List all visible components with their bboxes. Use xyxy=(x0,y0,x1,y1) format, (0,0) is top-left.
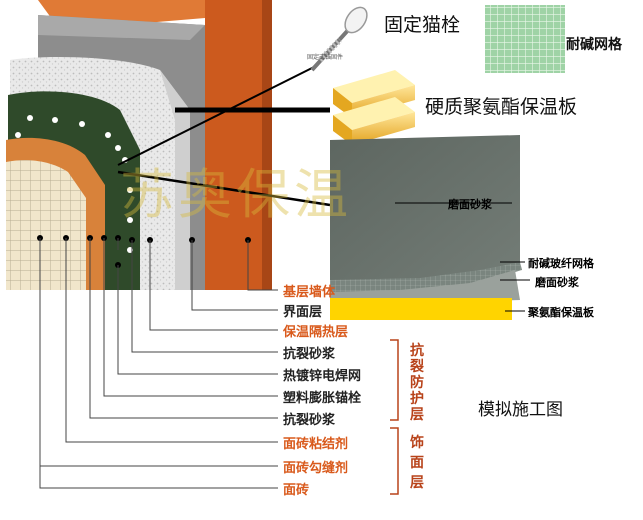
legend-interface: 界面层 xyxy=(283,305,323,320)
group-finish-1: 饰 xyxy=(410,435,424,451)
sample-label-2: 耐碱玻纤网格 xyxy=(528,257,594,270)
leader-lines xyxy=(39,238,278,489)
legend-tile: 面砖 xyxy=(283,483,310,498)
anchor-label: 固定猫栓 xyxy=(384,14,461,36)
sample-label-1: 磨面砂浆 xyxy=(448,198,492,211)
mesh-label: 耐碱网格 xyxy=(566,37,622,53)
base-wall xyxy=(38,0,272,290)
legend-galvanized-mesh: 热镀锌电焊网 xyxy=(283,369,362,384)
group-crack-3: 防 xyxy=(410,375,424,391)
mesh-swatch xyxy=(485,5,565,73)
group-finish-2: 面 xyxy=(410,455,424,471)
legend-base-wall: 基层墙体 xyxy=(283,285,336,300)
board-label: 硬质聚氨酯保温板 xyxy=(425,96,578,118)
board-tiny-label: 固定式锚固件 xyxy=(307,54,344,61)
legend-anchor: 塑料膨胀锚栓 xyxy=(283,391,362,406)
sample-label-3: 磨面砂浆 xyxy=(535,276,579,289)
sample-photo xyxy=(330,135,530,320)
group-finish-3: 层 xyxy=(410,475,424,491)
watermark: 苏奥保温 xyxy=(120,163,352,226)
group-crack-4: 护 xyxy=(410,391,424,407)
legend-tile-adhesive: 面砖粘结剂 xyxy=(283,437,349,452)
legend-crack-mortar: 抗裂砂浆 xyxy=(283,347,336,362)
callout-lines xyxy=(117,64,331,207)
group-crack-1: 抗 xyxy=(410,343,424,359)
legend-tile-grout: 面砖勾缝剂 xyxy=(283,461,349,476)
group-crack-5: 层 xyxy=(410,407,424,423)
pu-board-icon xyxy=(333,70,415,145)
legend-insulation: 保温隔热层 xyxy=(283,325,349,340)
diagram-title: 模拟施工图 xyxy=(478,400,563,420)
anchor-bolt-icon xyxy=(310,6,368,72)
legend-crack-mortar-2: 抗裂砂浆 xyxy=(283,413,336,428)
group-crack-2: 裂 xyxy=(410,359,424,375)
sample-label-4: 聚氨酯保温板 xyxy=(528,306,594,319)
